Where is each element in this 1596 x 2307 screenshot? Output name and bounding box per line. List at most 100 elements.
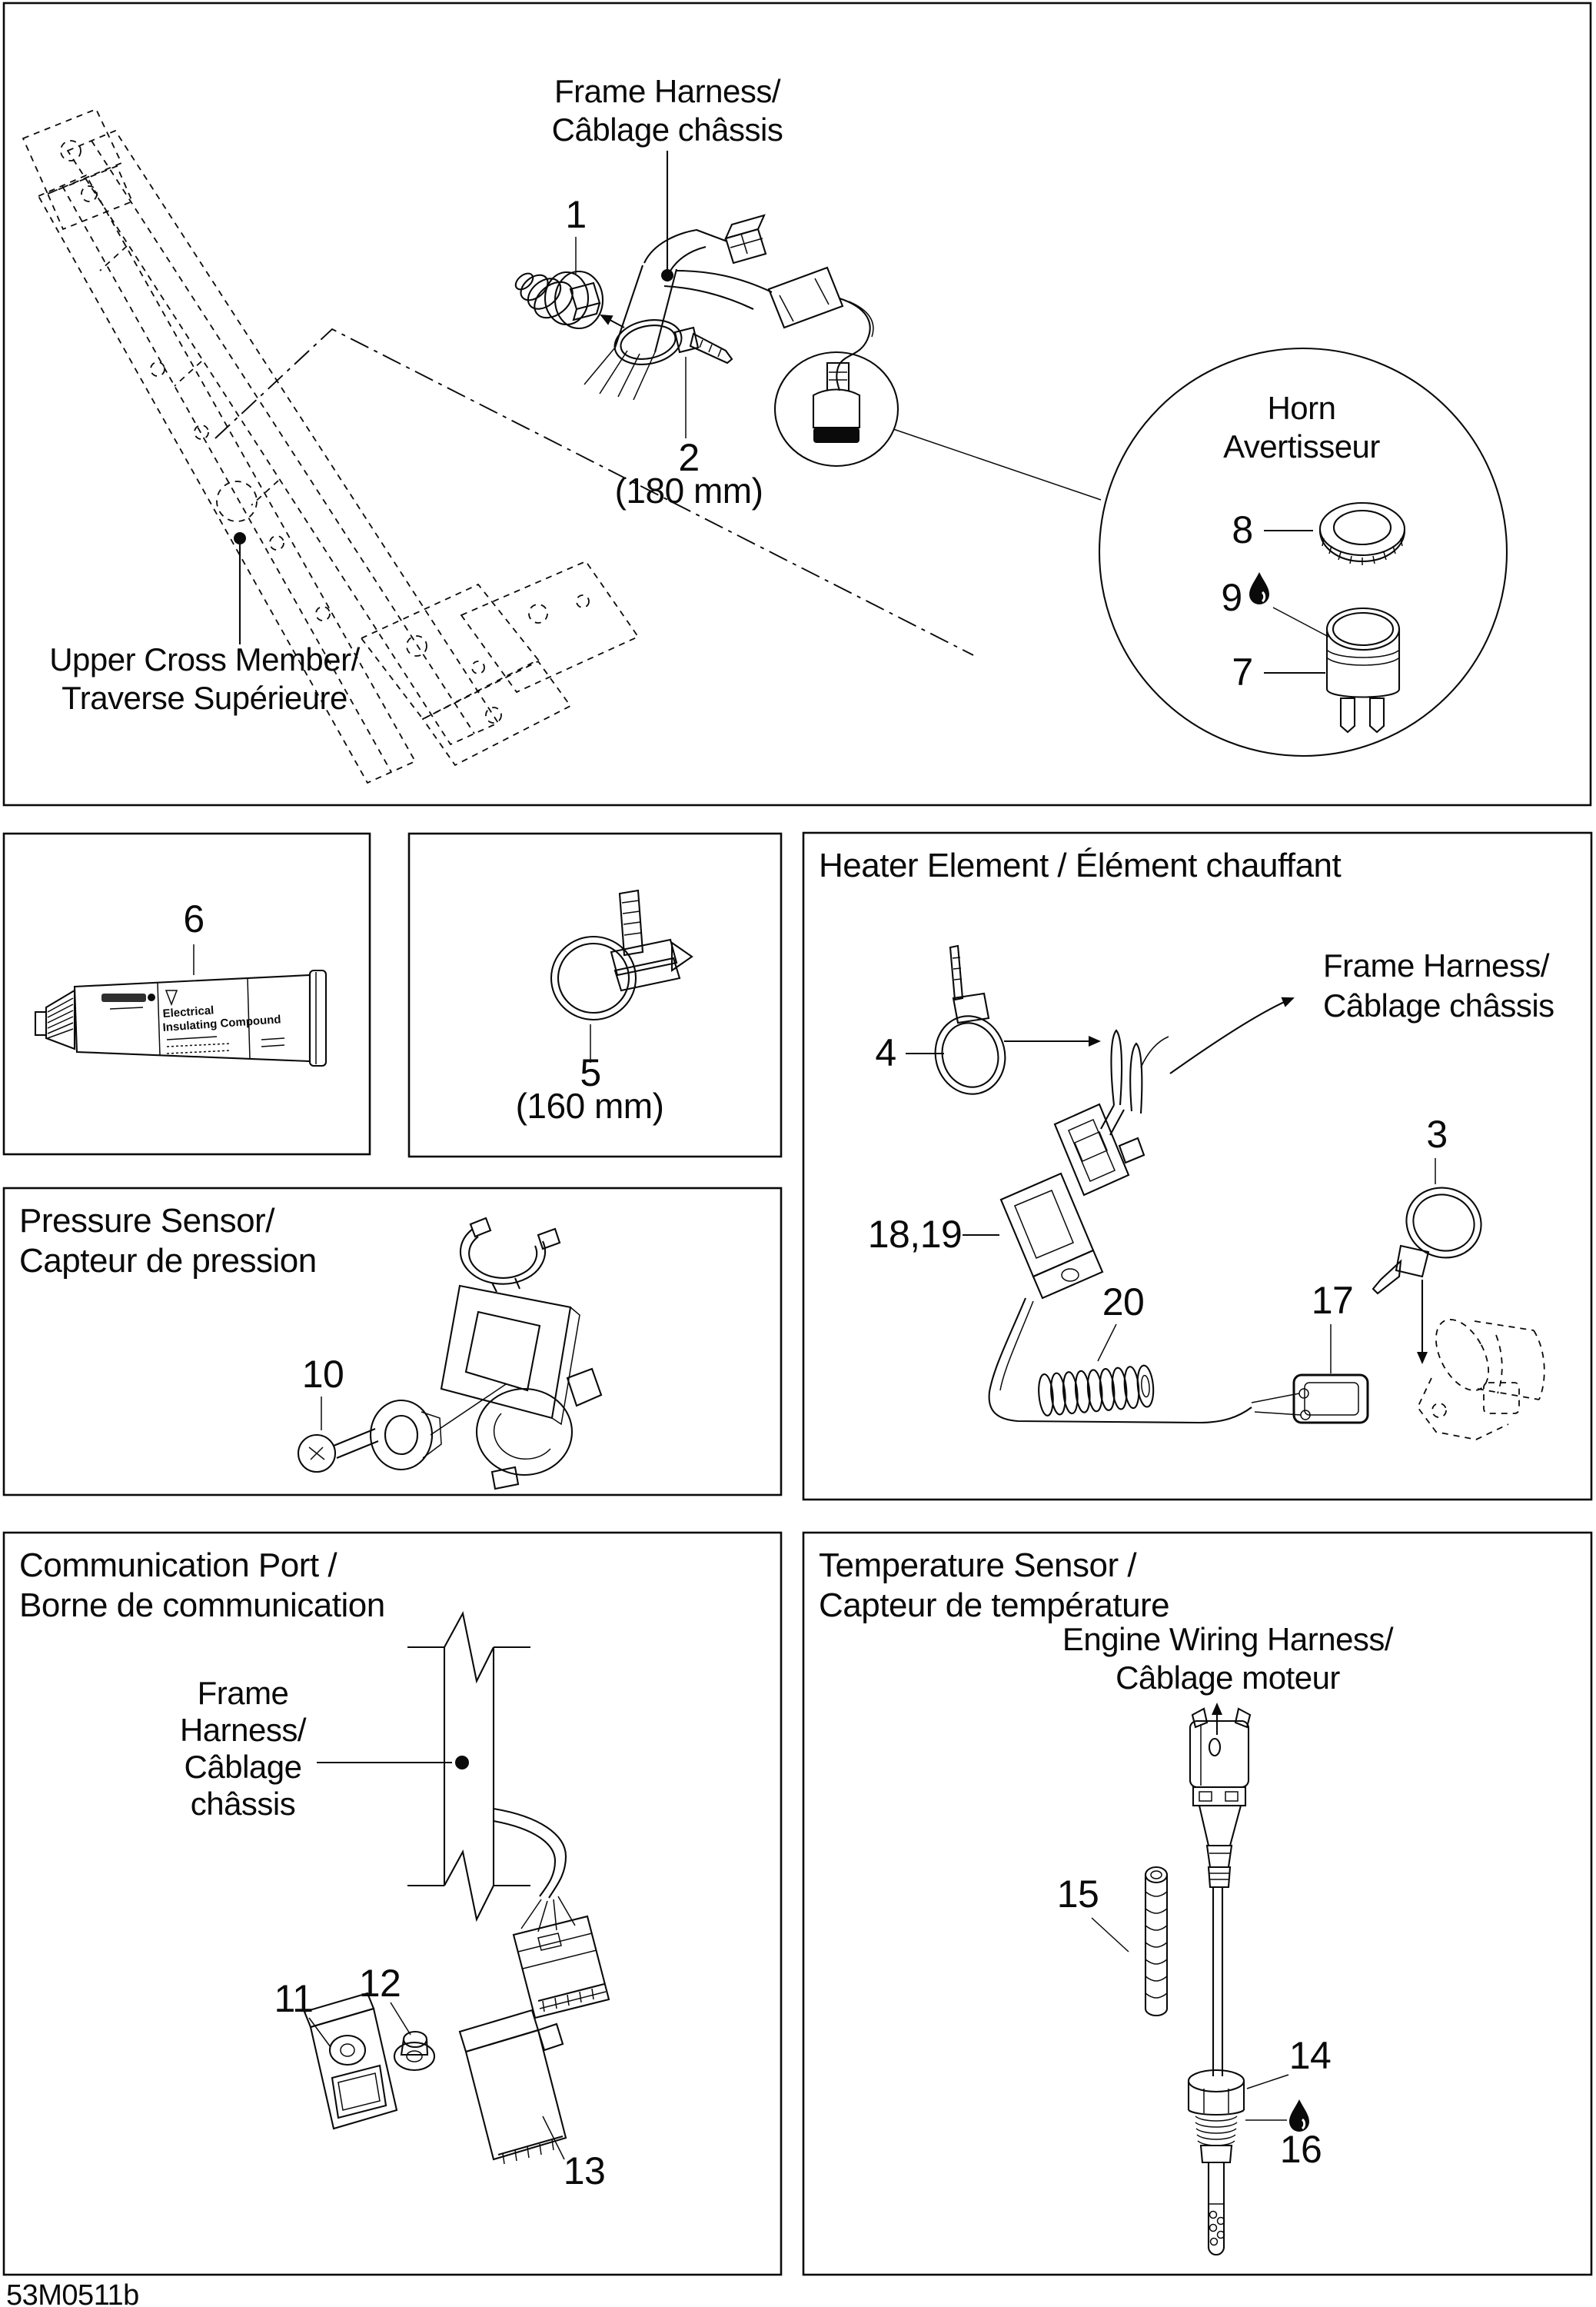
heater-frame-harness-callout: Frame Harness/ Câblage châssis [1169, 947, 1554, 1074]
pressure-panel-border [2, 1187, 783, 1496]
upper-cross-member-callout: Upper Cross Member/ Traverse Supérieure [49, 532, 361, 716]
part-16-lubricant: 16 [1245, 2099, 1322, 2171]
part-17-heater-pad: 17 [1292, 1279, 1369, 1424]
comm-fh-line1: Frame [198, 1675, 289, 1711]
comm-fh-line2: Harness/ [180, 1712, 307, 1748]
part-12-label: 12 [359, 1962, 401, 2005]
engine-harness-callout: Engine Wiring Harness/ Câblage moteur [1062, 1621, 1394, 1735]
part-4-label: 4 [875, 1031, 896, 1074]
tube-text-line1: Electrical [162, 1004, 214, 1020]
part-2-cable-tie: 2 (180 mm) [613, 319, 763, 511]
part-11-bracket: 11 [274, 1977, 398, 2130]
pressure-sensor-bracket [440, 1217, 603, 1490]
horn-detail-circle-small [773, 351, 899, 468]
part-10-rivet: 10 [297, 1353, 507, 1473]
part-18-19-label: 18,19 [868, 1213, 963, 1256]
part-10-label: 10 [302, 1353, 344, 1396]
comm-title-line1: Communication Port / [19, 1546, 337, 1584]
part-13-label: 13 [564, 2149, 606, 2192]
part-15-sleeve: 15 [1057, 1866, 1169, 2017]
part-18-19-connector-labels: 18,19 [868, 1213, 999, 1256]
part-15-label: 15 [1057, 1873, 1099, 1916]
part-12-grommet: 12 [359, 1962, 436, 2072]
tie-panel-border [407, 832, 783, 1158]
ewh-label-line1: Engine Wiring Harness/ [1062, 1621, 1394, 1657]
harness-connector-small [724, 214, 767, 265]
part-7-horn: 7 [1232, 607, 1401, 734]
comm-panel: Communication Port / Borne de communicat… [2, 1531, 783, 2276]
callout-dot [661, 269, 673, 281]
temperature-sensor-drawing [1187, 1707, 1252, 2256]
part-6-tube: Electrical Insulating Compound [34, 969, 328, 1067]
part-17-label: 17 [1312, 1279, 1354, 1322]
callout-dot [455, 1756, 469, 1769]
compound-panel-border [2, 832, 371, 1156]
pressure-title-line2: Capteur de pression [19, 1242, 317, 1280]
part-16-label: 16 [1280, 2128, 1322, 2171]
heater-panel: Heater Element / Élément chauffant 4 Fra… [802, 831, 1593, 1501]
part-11-label: 11 [274, 1977, 314, 2020]
harness-connector-large [767, 266, 844, 329]
part-3-label: 3 [1426, 1113, 1447, 1156]
horn-label-line1: Horn [1267, 390, 1335, 426]
horn-detail-circle [1098, 347, 1508, 757]
part-9-label: 9 [1221, 576, 1242, 619]
part-6-label: 6 [183, 897, 204, 940]
droplet-icon [1289, 2099, 1309, 2132]
heater-fh-label-line2: Câblage châssis [1323, 987, 1554, 1024]
temp-title-line1: Temperature Sensor / [819, 1546, 1137, 1584]
horn-on-harness [773, 351, 1102, 501]
top-panel-border [2, 2, 1592, 807]
part-20-coil: 20 [1038, 1280, 1155, 1416]
pressure-panel: Pressure Sensor/ Capteur de pression 10 [2, 1187, 783, 1496]
part-14-label: 14 [1289, 2034, 1332, 2077]
tie-panel: 5 (160 mm) [407, 832, 783, 1158]
upper-cross-label-line1: Upper Cross Member/ [49, 641, 360, 677]
comm-title-line2: Borne de communication [19, 1586, 385, 1624]
part-13-connector-cap: 13 [458, 2009, 606, 2192]
top-panel: Upper Cross Member/ Traverse Supérieure … [2, 2, 1592, 807]
horn-detail-panel: Horn Avertisseur 8 9 [1098, 347, 1508, 757]
upper-cross-label-line2: Traverse Supérieure [62, 680, 347, 716]
comm-harness-connector [512, 1915, 610, 2019]
part-14-fitting: 14 [1246, 2034, 1332, 2089]
compound-panel: 6 Electrical Insulating Compound [2, 832, 371, 1156]
document-code: 53M0511b [6, 2279, 139, 2307]
comm-fh-line3: Câblage [185, 1749, 302, 1785]
temp-title-line2: Capteur de température [819, 1586, 1169, 1624]
heater-fh-label-line1: Frame Harness/ [1323, 947, 1550, 984]
part-5-size-label: (160 mm) [516, 1086, 664, 1126]
part-2-label: 2 [678, 436, 699, 479]
heater-title: Heater Element / Élément chauffant [819, 847, 1342, 884]
callout-dot [234, 532, 246, 544]
part-4-cable-tie: 4 [875, 944, 1101, 1095]
part-8-bezel-ring: 8 [1232, 501, 1406, 565]
temp-panel-border [802, 1531, 1593, 2276]
pressure-title-line1: Pressure Sensor/ [19, 1202, 275, 1240]
part-5-label: 5 [580, 1051, 600, 1094]
part-7-label: 7 [1232, 651, 1252, 694]
heater-panel-border [802, 831, 1593, 1501]
comm-panel-border [2, 1531, 783, 2276]
ewh-label-line2: Câblage moteur [1116, 1660, 1340, 1696]
throttle-grip-reference [1416, 1319, 1545, 1440]
comm-harness-tube [407, 1610, 576, 1932]
part-9-lubricant: 9 [1221, 572, 1329, 638]
horn-label-line2: Avertisseur [1223, 428, 1380, 464]
part-3-cable-tie: 3 [1372, 1113, 1482, 1364]
part-1-label: 1 [565, 193, 586, 236]
comm-frame-harness-callout: Frame Harness/ Câblage châssis [180, 1675, 469, 1822]
comm-fh-line4: châssis [191, 1786, 296, 1822]
part-2-size-label: (180 mm) [615, 471, 763, 511]
heater-element-wires [988, 1029, 1302, 1424]
droplet-icon [1249, 572, 1269, 604]
upper-cross-member-drawing [22, 108, 640, 784]
frame-harness-label-line2: Câblage châssis [552, 112, 783, 148]
frame-harness-callout: Frame Harness/ Câblage châssis [552, 73, 783, 281]
alignment-centerline [214, 328, 974, 656]
part-20-label: 20 [1102, 1280, 1145, 1323]
temp-panel: Temperature Sensor / Capteur de températ… [802, 1531, 1593, 2276]
part-1-screw: 1 [514, 193, 625, 330]
